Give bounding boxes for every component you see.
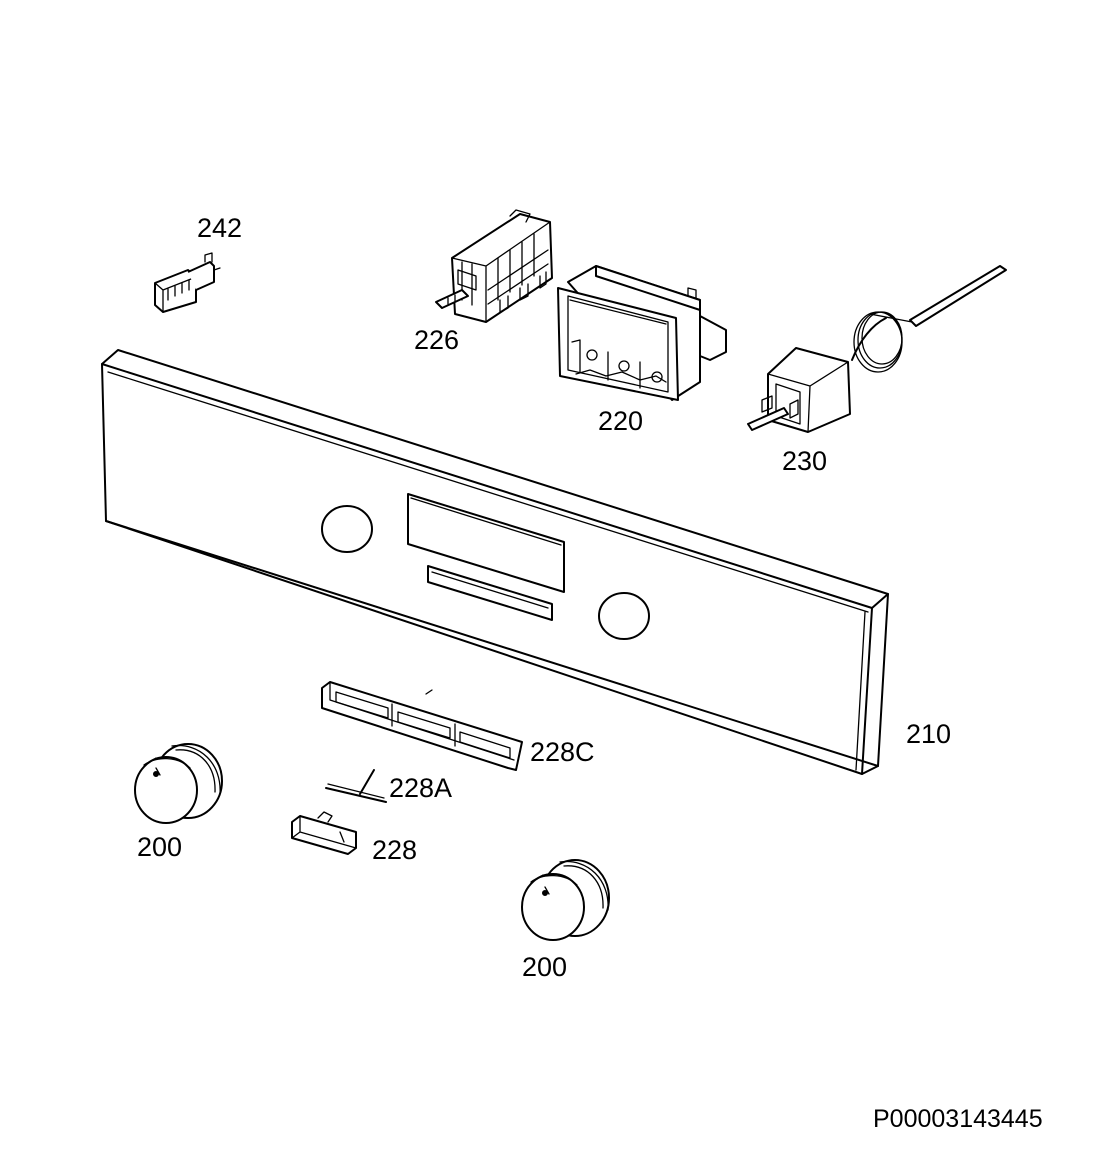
- label-226: 226: [414, 325, 459, 355]
- label-220: 220: [598, 406, 643, 436]
- label-228C: 228C: [530, 737, 595, 767]
- drawing-id: P00003143445: [873, 1105, 1043, 1133]
- label-200-left: 200: [137, 832, 182, 862]
- part-200-knob-left[interactable]: [134, 743, 223, 824]
- label-230: 230: [782, 446, 827, 476]
- part-200-knob-right[interactable]: [521, 859, 610, 941]
- part-210-control-panel[interactable]: [101, 349, 889, 775]
- part-228C-button-frame[interactable]: [321, 681, 523, 771]
- label-210: 210: [906, 719, 951, 749]
- part-228A-spring[interactable]: [325, 769, 387, 803]
- label-228: 228: [372, 835, 417, 865]
- label-242: 242: [197, 213, 242, 243]
- part-228-push-button[interactable]: [291, 811, 357, 855]
- part-242-lamp[interactable]: [154, 252, 221, 313]
- part-220-control-module[interactable]: [557, 265, 727, 401]
- label-200-right: 200: [522, 952, 567, 982]
- label-228A: 228A: [389, 773, 452, 803]
- part-226-selector-switch[interactable]: [435, 209, 553, 323]
- part-230-thermostat[interactable]: [747, 265, 1007, 433]
